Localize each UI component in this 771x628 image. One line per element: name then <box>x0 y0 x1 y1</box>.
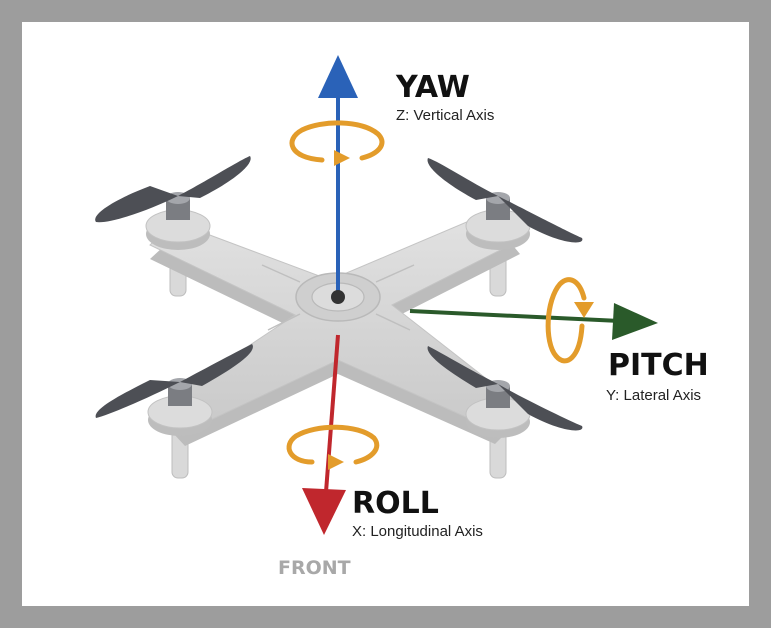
pitch-axis-label: Y: Lateral Axis <box>606 387 701 404</box>
roll-rotation-arrow <box>286 424 380 470</box>
front-label: FRONT <box>278 557 351 579</box>
pitch-title: PITCH <box>608 348 709 383</box>
roll-title: ROLL <box>352 486 439 521</box>
motor-rear-left <box>147 378 213 436</box>
propeller-rear-right <box>427 346 583 431</box>
yaw-axis-arrow <box>318 55 358 297</box>
drone-body <box>149 209 521 446</box>
roll-axis-label: X: Longitudinal Axis <box>352 523 483 540</box>
center-pivot <box>331 290 345 304</box>
pitch-rotation-arrow <box>545 277 594 364</box>
yaw-axis-label: Z: Vertical Axis <box>396 107 494 124</box>
propeller-front-right <box>427 158 583 243</box>
yaw-title: YAW <box>395 70 470 105</box>
yaw-rotation-arrow <box>289 120 385 166</box>
propeller-front-left <box>95 156 251 223</box>
pitch-axis-arrow <box>409 303 658 340</box>
propeller-rear-left <box>95 344 253 418</box>
motor-front-left <box>145 192 211 250</box>
motor-front-right <box>465 192 531 250</box>
propellers <box>95 156 583 431</box>
